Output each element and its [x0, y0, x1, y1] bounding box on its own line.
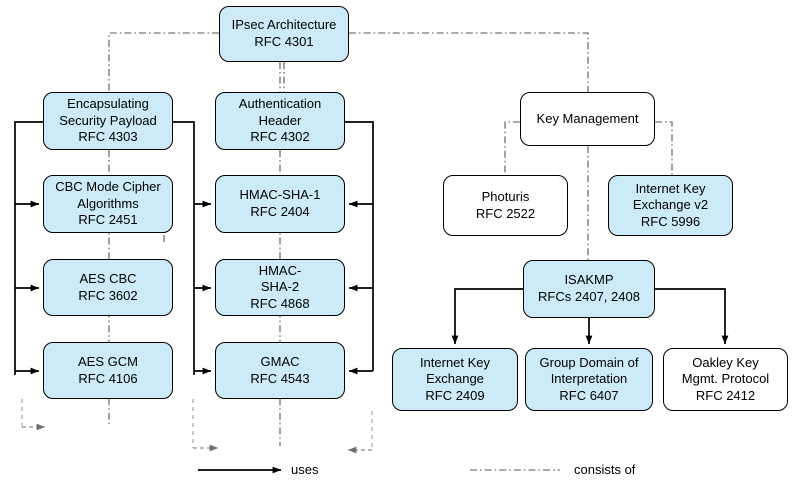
node-line: IPsec Architecture — [231, 17, 337, 33]
node-group-domain-of-interpretation[interactable]: Group Domain of Interpretation RFC 6407 — [525, 348, 653, 411]
node-line: GMAC — [260, 353, 300, 369]
node-line: RFC 4106 — [78, 370, 138, 386]
node-line: Algorithms — [77, 195, 139, 211]
node-line: CBC Mode Cipher — [55, 179, 161, 195]
node-line: Oakley Key — [692, 354, 759, 370]
node-internet-key-exchange[interactable]: Internet Key Exchange RFC 2409 — [392, 348, 518, 411]
uses-isakmp-to-ike — [451, 288, 523, 345]
dashdot-ipsec-keymgmt — [349, 32, 589, 92]
node-line: RFC 6407 — [559, 387, 619, 403]
node-key-management[interactable]: Key Management — [520, 92, 655, 146]
node-authentication-header[interactable]: Authentication Header RFC 4302 — [215, 92, 345, 150]
node-line: Key Management — [536, 110, 639, 126]
node-line: HMAC- — [258, 262, 302, 278]
node-line: SHA-2 — [260, 279, 300, 295]
node-cbc-mode-cipher-algorithms[interactable]: CBC Mode Cipher Algorithms RFC 2451 — [43, 175, 173, 233]
node-line: RFC 5996 — [640, 213, 701, 229]
node-line: Interpretation — [550, 371, 628, 387]
node-line: ISAKMP — [564, 272, 614, 288]
legend-uses-label: uses — [291, 462, 319, 477]
node-line: RFC 4543 — [250, 370, 310, 386]
node-line: RFC 2409 — [425, 387, 485, 403]
node-line: RFC 4303 — [78, 129, 138, 145]
node-isakmp[interactable]: ISAKMP RFCs 2407, 2408 — [523, 260, 655, 318]
node-line: RFCs 2407, 2408 — [538, 289, 640, 304]
node-line: RFC 4302 — [250, 129, 310, 145]
uses-esp-trunk-right — [173, 121, 195, 375]
node-line: Internet Key — [419, 354, 491, 370]
node-line: RFC 2451 — [78, 212, 138, 228]
uses-esp-trunk-left — [14, 121, 43, 375]
node-line: Group Domain of — [539, 354, 639, 370]
node-line: Header — [258, 112, 302, 128]
node-line: HMAC-SHA-1 — [239, 187, 321, 203]
node-line: AES GCM — [78, 353, 138, 369]
node-line: AES CBC — [79, 270, 137, 286]
node-line: Authentication — [238, 96, 322, 112]
node-line: Internet Key — [635, 180, 706, 196]
node-hmac-sha-1[interactable]: HMAC-SHA-1 RFC 2404 — [215, 175, 345, 233]
node-line: RFC 4301 — [254, 34, 314, 49]
node-aes-gcm[interactable]: AES GCM RFC 4106 — [43, 342, 173, 399]
node-encapsulating-security-payload[interactable]: Encapsulating Security Payload RFC 4303 — [43, 92, 173, 150]
node-line: RFC 3602 — [78, 287, 138, 303]
node-photuris[interactable]: Photuris RFC 2522 — [443, 175, 568, 236]
node-line: RFC 4868 — [250, 295, 310, 311]
legend-consists-of-label: consists of — [574, 462, 636, 477]
node-ipsec-architecture[interactable]: IPsec Architecture RFC 4301 — [219, 6, 349, 62]
node-line: Exchange — [426, 371, 484, 387]
node-line: Mgmt. Protocol — [681, 371, 770, 387]
node-hmac-sha-2[interactable]: HMAC- SHA-2 RFC 4868 — [215, 259, 345, 316]
uses-ah-trunk-right — [345, 121, 374, 371]
node-internet-key-exchange-v2[interactable]: Internet Key Exchange v2 RFC 5996 — [608, 175, 733, 236]
dashdot-keymgmt-ikev2 — [655, 121, 673, 175]
node-line: RFC 2404 — [250, 204, 310, 219]
dashdot-keymgmt-photuris — [504, 121, 520, 175]
node-line: RFC 2522 — [475, 205, 536, 221]
dashdot-ipsec-esp — [108, 32, 219, 92]
uses-isakmp-to-oakley — [655, 288, 729, 345]
node-oakley-key-mgmt-protocol[interactable]: Oakley Key Mgmt. Protocol RFC 2412 — [663, 348, 788, 411]
node-aes-cbc[interactable]: AES CBC RFC 3602 — [43, 259, 173, 316]
node-line: Photuris — [481, 188, 530, 204]
node-line: RFC 2412 — [695, 387, 756, 403]
node-line: Security Payload — [59, 112, 157, 128]
node-gmac[interactable]: GMAC RFC 4543 — [215, 342, 345, 399]
node-line: Encapsulating — [67, 96, 149, 112]
node-line: Exchange v2 — [632, 197, 709, 213]
